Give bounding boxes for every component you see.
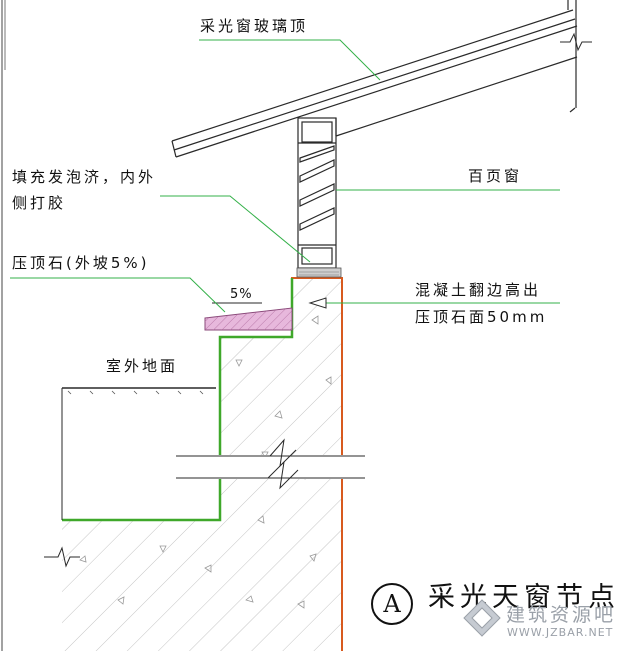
label-foam-line2: 侧打胶 [12, 194, 67, 212]
louver-frame [297, 117, 337, 269]
label-concrete-line2: 压顶石面50mm [415, 308, 548, 326]
detail-mark: A [371, 583, 413, 625]
concrete-wall [62, 278, 342, 651]
leader-lines [10, 39, 560, 313]
label-slope: 5% [230, 287, 253, 302]
watermark-name: 建筑资源吧 [506, 604, 617, 626]
break-line [176, 438, 366, 490]
aggregate-marks [79, 315, 332, 609]
bottom-break [44, 546, 80, 568]
coping-stone [204, 307, 293, 331]
watermark-logo-icon [463, 599, 501, 637]
label-foam-line1: 填充发泡济，内外 [12, 168, 157, 186]
sealant [296, 267, 342, 278]
label-coping-stone: 压顶石(外坡5%) [12, 254, 150, 272]
detail-title: 采光天窗节点 [428, 582, 620, 613]
label-concrete-line1: 混凝土翻边高出 [415, 281, 542, 299]
glass-roof [171, 0, 578, 158]
leader-arrow [308, 297, 327, 309]
roof-break [560, 32, 592, 52]
label-glass-roof: 采光窗玻璃顶 [200, 17, 309, 35]
label-outdoor-ground: 室外地面 [106, 357, 179, 375]
label-louver: 百页窗 [468, 167, 523, 185]
ground-line [61, 387, 216, 520]
watermark-url: WWW.JZBAR.NET [507, 626, 614, 639]
